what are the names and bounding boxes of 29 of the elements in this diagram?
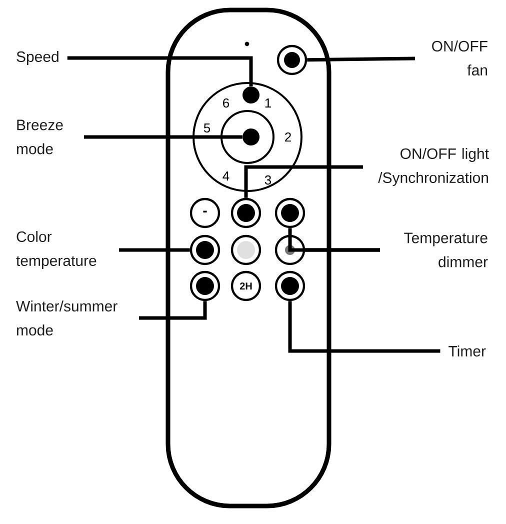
button [274,198,306,228]
button: - [190,198,220,228]
button [242,86,260,104]
label-text: Timer [448,346,486,356]
label-text: Breeze mode [17,120,63,154]
label-text: Speed [16,51,58,65]
label-text: ON/OFF light /Synchronization [378,148,489,186]
label-text: ON/OFF fan [432,40,488,76]
label-text: Color temperature [16,231,96,269]
button [274,270,306,302]
button [276,44,308,76]
leader-line [288,301,440,353]
button [190,234,220,266]
button [242,128,260,146]
button [230,198,262,228]
dial-ring: 6 1 5 2 4 3 [192,82,302,192]
leader-line [84,135,242,139]
leader-line [244,165,363,198]
label-text: Temperature dimmer [404,232,488,268]
button [190,270,220,302]
leader-line [139,301,207,320]
leader-line [67,56,253,86]
button [230,234,262,266]
button [274,234,306,266]
label-text: Winter/summer mode [16,300,118,336]
button: 2H [230,270,262,302]
leader-line [288,228,380,252]
leader-line [307,56,416,62]
leader-line [119,248,190,252]
